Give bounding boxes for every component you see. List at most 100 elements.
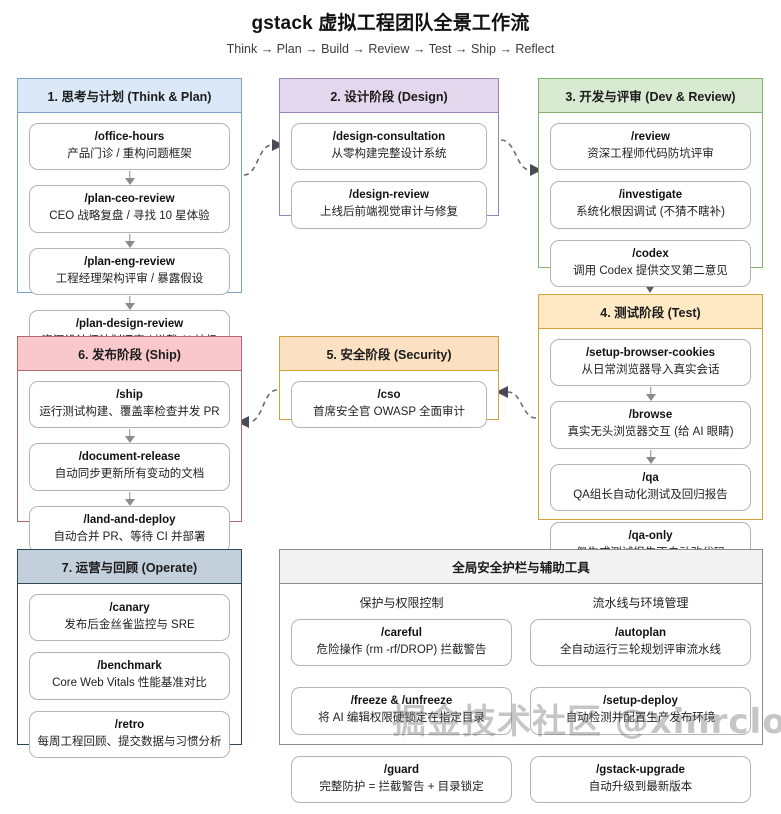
command-description: 首席安全官 OWASP 全面审计 [312,405,466,418]
command-name: /plan-ceo-review [84,193,175,206]
section-body: /setup-browser-cookies 从日常浏览器导入真实会话/brows… [539,329,762,581]
command-name: /retro [114,718,145,731]
command-description: 从零构建完整设计系统 [331,147,447,160]
command-name: /setup-browser-cookies [585,347,716,359]
command-description: QA组长自动化测试及回归报告 [573,488,728,501]
command-card[interactable]: /setup-deploy 自动检测并配置生产发布环境 [530,687,751,735]
flow-arrow-icon [29,170,230,185]
command-description: 上线后前端视觉审计与修复 [320,206,458,219]
section-think-and-plan: 1. 思考与计划 (Think & Plan) /office-hours 产品门… [17,78,242,358]
command-description: 工程经理架构评审 / 暴露假设 [55,272,204,285]
command-name: /browse [628,409,673,422]
flow-arrow-icon [29,233,230,248]
command-description: 全自动运行三轮规划评审流水线 [560,643,721,656]
card-spacer [550,511,751,522]
card-spacer [550,229,751,240]
command-card[interactable]: /gstack-upgrade 自动升级到最新版本 [530,755,751,804]
command-description: 产品门诊 / 重构问题框架 [67,147,192,160]
section-dev-and-review: 3. 开发与评审 (Dev & Review) /review 资深工程师代码防坑… [538,78,763,288]
page-subtitle: Think → Plan → Build → Review → Test → S… [226,42,555,56]
section-title: 7. 运营与回顾 (Operate) [18,550,241,584]
section-body: /cso 首席安全官 OWASP 全面审计 [280,371,498,439]
command-card[interactable]: /design-review 上线后前端视觉审计与修复 [291,181,487,229]
command-name: /gstack-upgrade [596,763,685,776]
section-title: 全局安全护栏与辅助工具 [280,550,762,584]
section-title: 5. 安全阶段 (Security) [280,337,498,371]
command-description: 从日常浏览器导入真实会话 [581,363,720,376]
command-description: 发布后金丝雀监控与 SRE [64,618,195,631]
command-card[interactable]: /browse 真实无头浏览器交互 (给 AI 眼睛) [550,401,751,449]
command-name: /land-and-deploy [83,513,176,526]
command-card[interactable]: /setup-browser-cookies 从日常浏览器导入真实会话 [550,339,751,387]
card-spacer [291,170,487,181]
section-title: 2. 设计阶段 (Design) [280,79,498,113]
section-title: 1. 思考与计划 (Think & Plan) [18,79,241,113]
command-name: /cso [377,389,401,401]
command-description: 完整防护 = 拦截警告 + 目录锁定 [319,780,484,793]
command-card[interactable]: /canary 发布后金丝雀监控与 SRE [29,594,230,642]
diagram-canvas: gstack 虚拟工程团队全景工作流 Think → Plan → Build … [0,0,781,757]
command-name: /design-review [349,189,429,202]
command-name: /design-consultation [332,131,446,143]
command-description: CEO 战略复盘 / 寻找 10 星体验 [49,210,210,223]
section-design: 2. 设计阶段 (Design) /design-consultation 从零构… [279,78,499,229]
command-name: /guard [383,763,420,776]
command-card[interactable]: /autoplan 全自动运行三轮规划评审流水线 [530,619,751,667]
command-description: 每周工程回顾、提交数据与习惯分析 [37,735,222,748]
card-spacer [530,676,751,687]
command-name: /plan-eng-review [84,255,175,268]
card-spacer [29,641,230,652]
command-description: 资深工程师代码防坑评审 [587,147,714,160]
command-description: 真实无头浏览器交互 (给 AI 眼睛) [567,426,734,439]
command-card[interactable]: /office-hours 产品门诊 / 重构问题框架 [29,123,230,171]
card-spacer [291,676,512,687]
flow-arrow-icon [29,491,230,506]
command-description: 运行测试构建、覆盖率检查并发 PR [39,405,220,418]
command-card[interactable]: /retro 每周工程回顾、提交数据与习惯分析 [29,710,230,759]
command-card[interactable]: /document-release 自动同步更新所有变动的文档 [29,443,230,491]
command-name: /careful [381,627,422,639]
command-name: /canary [109,602,150,614]
command-card[interactable]: /cso 首席安全官 OWASP 全面审计 [291,381,487,429]
command-description: 自动检测并配置生产发布环境 [565,712,716,725]
command-card[interactable]: /design-consultation 从零构建完整设计系统 [291,123,487,171]
card-spacer [29,700,230,711]
command-name: /qa-only [628,530,673,543]
command-name: /qa [642,471,659,484]
command-name: /freeze & /unfreeze [350,695,453,708]
guardrail-column-title: 流水线与环境管理 [592,596,689,610]
page-header: gstack 虚拟工程团队全景工作流 Think → Plan → Build … [0,8,781,56]
command-card[interactable]: /review 资深工程师代码防坑评审 [550,123,751,171]
command-card[interactable]: /plan-eng-review 工程经理架构评审 / 暴露假设 [29,247,230,296]
section-title: 6. 发布阶段 (Ship) [18,337,241,371]
command-description: 自动同步更新所有变动的文档 [54,468,205,481]
command-name: /benchmark [97,660,162,673]
command-card[interactable]: /guard 完整防护 = 拦截警告 + 目录锁定 [291,755,512,804]
section-body: /office-hours 产品门诊 / 重构问题框架/plan-ceo-revi… [18,113,241,369]
guardrail-column-title: 保护与权限控制 [359,596,444,610]
command-description: 系统化根因调试 (不猜不瞎补) [576,206,725,219]
command-name: /document-release [78,451,181,464]
command-name: /review [631,131,670,143]
section-title: 3. 开发与评审 (Dev & Review) [539,79,762,113]
section-title: 4. 测试阶段 (Test) [539,295,762,329]
command-name: /office-hours [94,131,165,143]
command-description: 调用 Codex 提供交叉第二意见 [573,264,728,277]
card-spacer [550,170,751,181]
command-name: /autoplan [614,627,667,639]
command-description: 自动升级到最新版本 [588,780,693,793]
command-name: /setup-deploy [603,695,678,708]
command-description: Core Web Vitals 性能基准对比 [52,677,207,690]
